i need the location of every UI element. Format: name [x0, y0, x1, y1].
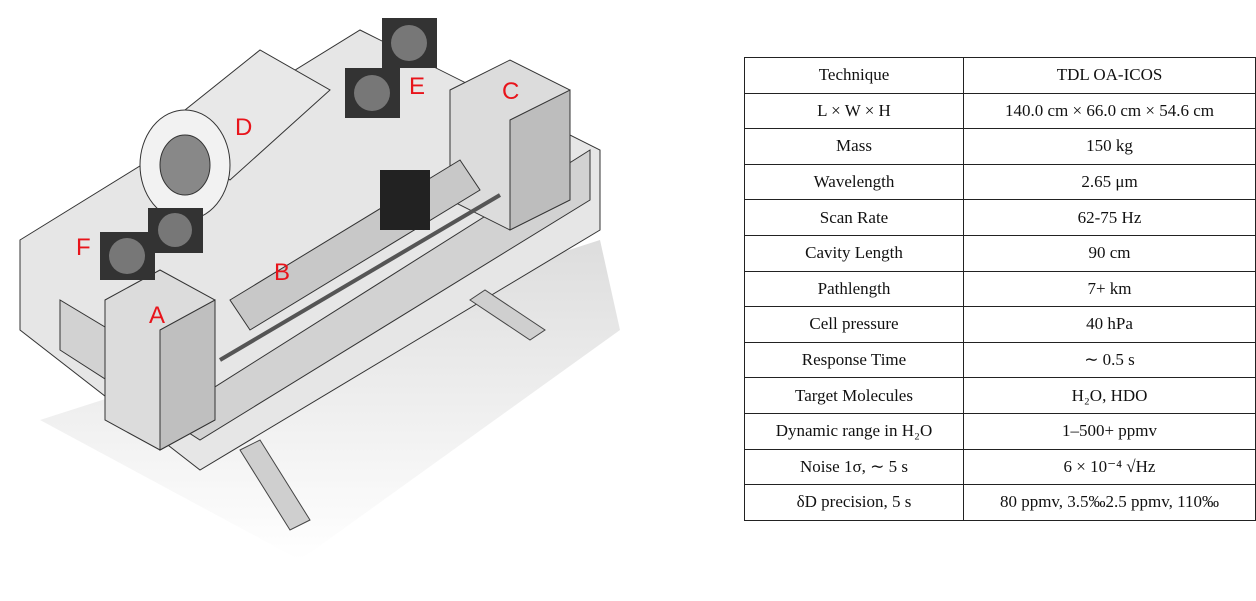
- row-key: δD precision, 5 s: [744, 484, 964, 521]
- detector-block: [380, 170, 430, 230]
- label-c: C: [502, 78, 520, 105]
- row-value: 80 ppmv, 3.5‰2.5 ppmv, 110‰: [963, 484, 1256, 521]
- row-key: Noise 1σ, ∼ 5 s: [744, 448, 964, 486]
- row-value: 90 cm: [963, 234, 1256, 272]
- row-key: L × W × H: [744, 92, 964, 130]
- row-key: Scan Rate: [744, 199, 964, 236]
- row-key: Technique: [744, 57, 964, 94]
- row-key: Wavelength: [744, 163, 964, 201]
- label-b: B: [274, 259, 291, 286]
- row-value: 6 × 10⁻⁴ √Hz: [963, 448, 1256, 486]
- fan-e: [345, 18, 437, 118]
- row-key: Pathlength: [744, 270, 964, 308]
- fan-f: [100, 208, 203, 280]
- row-value: 2.65 μm: [963, 163, 1256, 201]
- row-key: Mass: [744, 128, 964, 165]
- label-f: F: [76, 234, 91, 261]
- table-row: Response Time∼ 0.5 s: [744, 341, 1256, 379]
- front-rail: [59, 149, 591, 441]
- instrument-drawing: [19, 18, 620, 560]
- support-rail: [239, 439, 311, 531]
- row-key: Cavity Length: [744, 234, 964, 272]
- label-e: E: [409, 73, 426, 100]
- support-rail: [469, 289, 546, 341]
- row-key: Response Time: [744, 341, 964, 379]
- row-value: TDL OA-ICOS: [963, 57, 1256, 94]
- floor-shadow: [40, 240, 620, 560]
- instrument-rendering: D E C F B A: [19, 18, 620, 560]
- row-value: ∼ 0.5 s: [963, 341, 1256, 379]
- row-value: 150 kg: [963, 128, 1256, 165]
- row-value: 62-75 Hz: [963, 199, 1256, 236]
- row-key: Cell pressure: [744, 306, 964, 343]
- row-key: Target Molecules: [744, 377, 964, 414]
- row-value: 40 hPa: [963, 306, 1256, 343]
- label-a: A: [149, 302, 166, 329]
- row-key: Dynamic range in H₂O: [744, 412, 964, 450]
- row-value: H₂O, HDO: [963, 377, 1256, 414]
- label-d: D: [235, 114, 253, 141]
- row-value: 7+ km: [963, 270, 1256, 308]
- row-value: 1–500+ ppmv: [963, 412, 1256, 450]
- row-value: 140.0 cm × 66.0 cm × 54.6 cm: [963, 92, 1256, 130]
